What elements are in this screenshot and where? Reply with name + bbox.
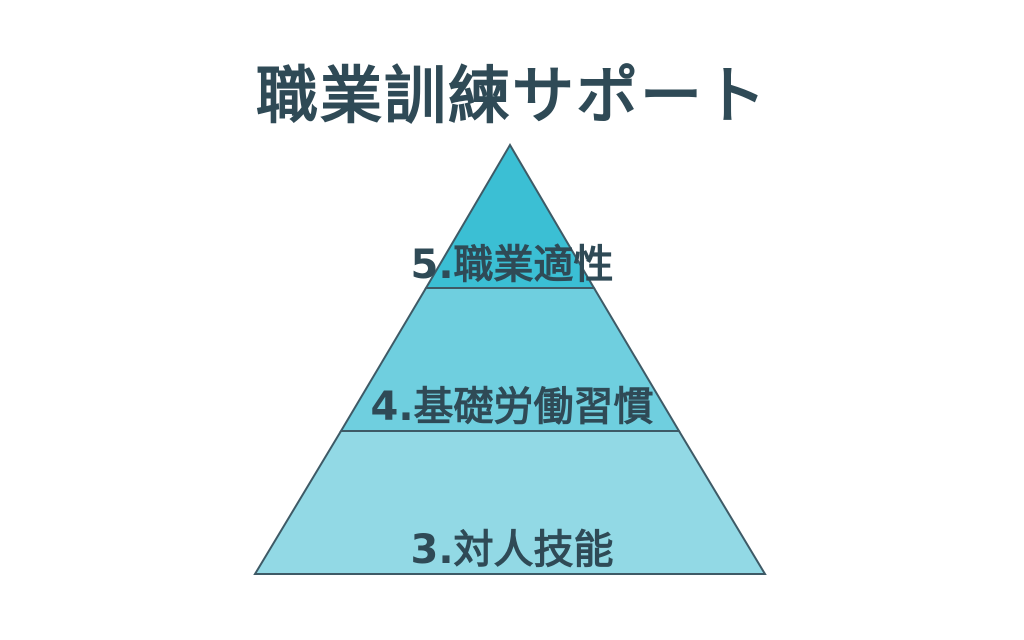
tier-label-bottom: 3.対人技能 bbox=[410, 527, 613, 573]
tier-label-middle: 4.基礎労働習慣 bbox=[370, 384, 653, 430]
pyramid-tier-bottom bbox=[253, 430, 767, 575]
tier-label-top: 5.職業適性 bbox=[410, 242, 613, 288]
diagram-title: 職業訓練サポート bbox=[255, 59, 768, 132]
